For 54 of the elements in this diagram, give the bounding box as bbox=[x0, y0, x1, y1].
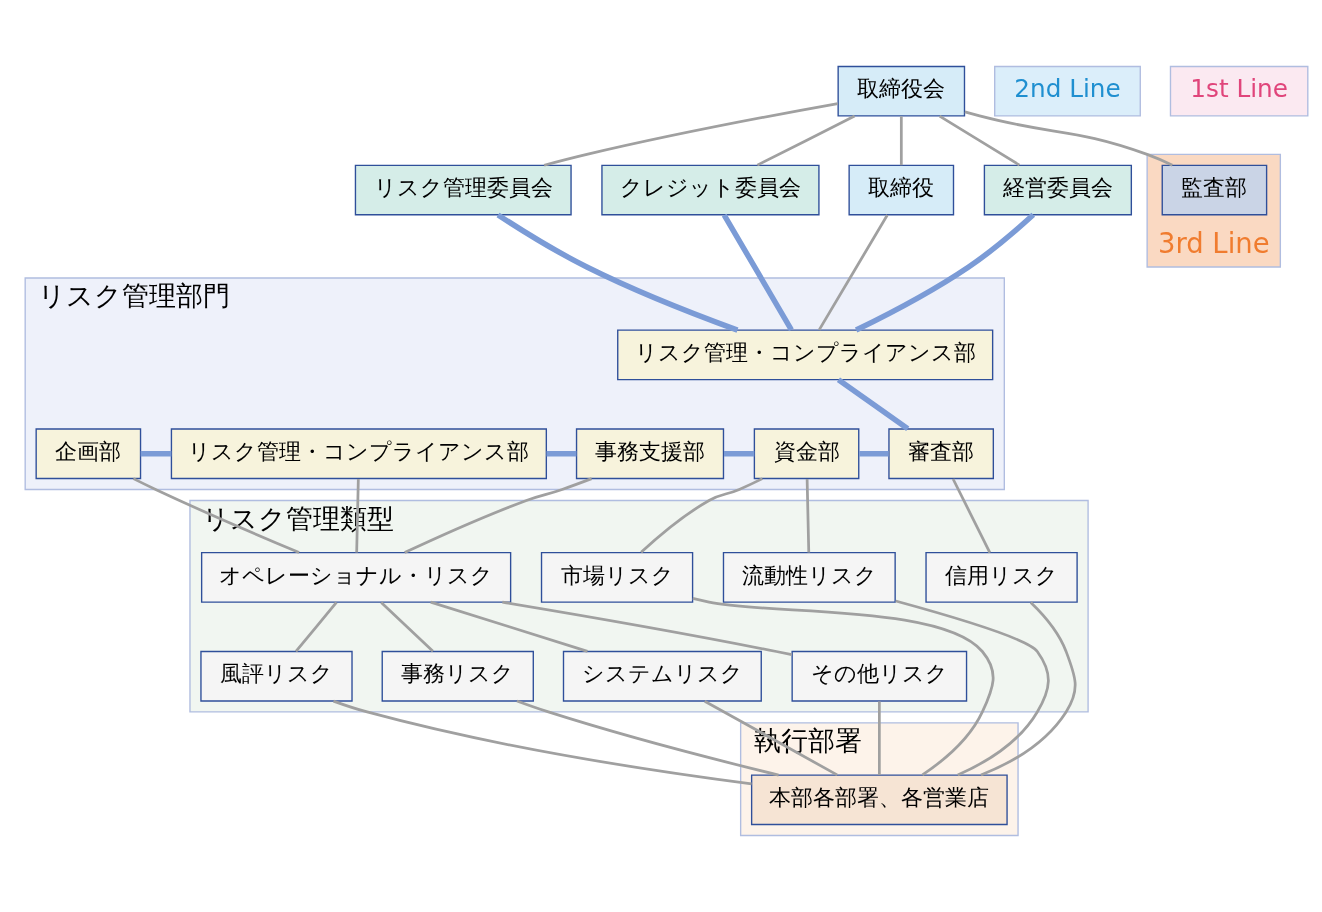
connector bbox=[854, 212, 1036, 333]
node-box: 事務支援部 bbox=[575, 427, 725, 479]
connector bbox=[704, 699, 838, 776]
node-box: リスク管理・コンプライアンス部 bbox=[170, 427, 547, 479]
connector bbox=[140, 450, 172, 456]
node-box: 取締役 bbox=[848, 164, 955, 215]
connector bbox=[805, 478, 811, 553]
node-box: システムリスク bbox=[562, 650, 762, 702]
node-box: 資金部 bbox=[753, 427, 860, 479]
node-box: 2nd Line bbox=[994, 65, 1141, 117]
node-box: オペレーショナル・リスク bbox=[200, 551, 512, 603]
connector bbox=[333, 699, 752, 785]
connector bbox=[404, 476, 593, 554]
node-box: 事務リスク bbox=[381, 650, 534, 702]
connector bbox=[721, 213, 794, 331]
connector bbox=[430, 600, 588, 653]
connector bbox=[836, 377, 910, 431]
node-box: リスク管理委員会 bbox=[354, 164, 572, 215]
node-box: その他リスク bbox=[791, 650, 968, 702]
node-box: 経営委員会 bbox=[983, 164, 1133, 215]
connector bbox=[938, 114, 1021, 166]
connector bbox=[859, 450, 889, 456]
connector bbox=[516, 699, 779, 776]
node-box: 1st Line bbox=[1169, 65, 1309, 117]
connector bbox=[818, 213, 889, 331]
connector bbox=[692, 596, 995, 776]
connector bbox=[380, 600, 434, 652]
node-box: 信用リスク bbox=[925, 551, 1078, 603]
connector bbox=[132, 476, 300, 554]
connector bbox=[877, 701, 881, 775]
connector bbox=[502, 600, 793, 656]
node-box: 審査部 bbox=[888, 427, 994, 479]
node-box: 監査部 bbox=[1161, 164, 1268, 215]
connector bbox=[756, 114, 856, 166]
connector bbox=[895, 599, 1050, 776]
connector bbox=[294, 601, 338, 652]
node-box: 取締役会 bbox=[837, 65, 966, 117]
node-box: リスク管理・コンプライアンス部 bbox=[617, 328, 994, 380]
connector bbox=[543, 101, 838, 167]
connector bbox=[496, 212, 739, 333]
connector bbox=[546, 450, 577, 456]
connector bbox=[724, 450, 755, 456]
connector bbox=[355, 478, 360, 553]
node-box: クレジット委員会 bbox=[601, 164, 820, 215]
node-box: 市場リスク bbox=[540, 551, 694, 603]
connector bbox=[899, 115, 903, 165]
connector bbox=[964, 110, 1173, 167]
connector bbox=[640, 476, 764, 553]
node-box: 企画部 bbox=[35, 427, 142, 479]
connector bbox=[980, 601, 1077, 776]
node-box: 風評リスク bbox=[200, 650, 353, 702]
node-box: 流動性リスク bbox=[722, 551, 896, 603]
node-box: 本部各部署、各営業店 bbox=[750, 773, 1008, 825]
connector bbox=[951, 477, 992, 553]
